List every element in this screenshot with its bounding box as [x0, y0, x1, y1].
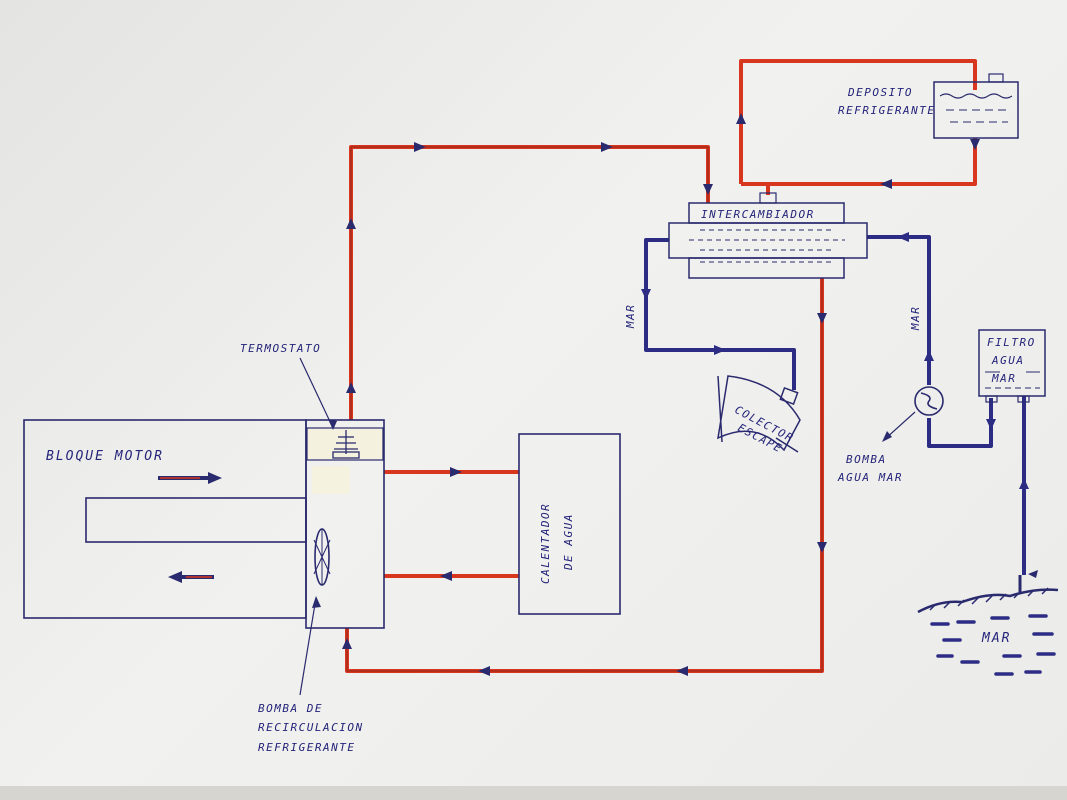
- label-termostato: TERMOSTATO: [240, 342, 321, 355]
- arrow-right: [601, 142, 613, 152]
- label-bomba-recirculacion-3: REFRIGERANTE: [258, 741, 355, 754]
- arrow-up: [346, 218, 356, 229]
- arrow-left: [880, 179, 892, 189]
- thermostat-leader: [299, 357, 334, 429]
- arrow-left: [440, 571, 452, 581]
- coolant-pipe-return: [345, 278, 824, 673]
- arrow-left: [897, 232, 909, 242]
- coolant-pipe-deposito-bottom: [741, 138, 977, 186]
- arrow-down: [817, 313, 827, 324]
- label-bomba-recirculacion-1: BOMBA DE: [258, 702, 323, 715]
- arrow-up: [1019, 478, 1029, 489]
- thermostat-box: [306, 427, 384, 461]
- coolant-pipe-deposito-top: [739, 59, 977, 184]
- exhaust-body: [717, 375, 801, 452]
- coolant-pipe-top: [349, 145, 710, 420]
- sea-water-flow-arrows: [641, 232, 1029, 489]
- housing-outline: [305, 419, 385, 629]
- label-bomba-agua-1: BOMBA: [846, 453, 887, 466]
- label-calentador-2: DE AGUA: [562, 513, 575, 571]
- arrow-right: [714, 345, 726, 355]
- exchanger-to-exhaust-pipe: [644, 238, 796, 390]
- coolant-flow-arrows: [342, 113, 980, 676]
- arrow-left: [478, 666, 490, 676]
- arrow-down: [703, 184, 713, 195]
- label-bomba-recirculacion-2: RECIRCULACION: [258, 721, 364, 734]
- arrow-right: [450, 467, 462, 477]
- arrow-up: [346, 382, 356, 393]
- desk-edge: [0, 786, 1067, 800]
- arrow-down: [986, 419, 996, 430]
- arrow-down: [641, 289, 651, 300]
- label-mar-left: MAR: [624, 304, 637, 329]
- arrow-down: [817, 542, 827, 553]
- label-deposito-2: REFRIGERANTE: [838, 104, 935, 117]
- arrow-up: [924, 350, 934, 361]
- arrow-right: [208, 472, 222, 484]
- sea-water-pump: [914, 386, 944, 416]
- coolant-reservoir: [933, 73, 1019, 139]
- label-bomba-agua-2: AGUA MAR: [837, 471, 903, 484]
- exchanger-footer: [688, 257, 845, 279]
- arrow-up: [342, 638, 352, 649]
- label-calentador-1: CALENTADOR: [539, 503, 552, 584]
- exhaust-manifold: [717, 375, 801, 453]
- label-bloque-motor: BLOQUE MOTOR: [46, 449, 164, 464]
- thermostat-pump-housing: [305, 419, 385, 629]
- sea-water-circuit: [644, 235, 1026, 575]
- label-mar-right: MAR: [909, 306, 922, 331]
- engine-inner-passage: [85, 497, 307, 543]
- sea-water-filter: [978, 329, 1046, 403]
- filter-body: [978, 329, 1046, 397]
- pump-leader: [299, 597, 317, 696]
- reservoir-cap: [988, 73, 1004, 83]
- arrow-left: [676, 666, 688, 676]
- arrow-right: [414, 142, 426, 152]
- label-filtro-3: MAR: [991, 372, 1016, 385]
- reservoir-tank: [933, 81, 1019, 139]
- label-deposito-1: DEPOSITO: [847, 86, 913, 99]
- coolant-circuit: [345, 59, 977, 673]
- label-filtro-2: AGUA: [991, 354, 1025, 367]
- label-intercambiador: INTERCAMBIADOR: [701, 208, 815, 221]
- water-heater: [518, 433, 621, 615]
- heat-exchanger: [668, 192, 868, 279]
- arrow-up: [736, 113, 746, 124]
- arrow-left: [168, 571, 182, 583]
- sea-area: [917, 570, 1059, 676]
- pump-to-exchanger-pipe: [867, 235, 931, 385]
- tape-patch: [312, 466, 350, 494]
- strainer-icon: [1028, 570, 1038, 578]
- sea-surface: [917, 588, 1059, 614]
- label-filtro-1: FILTRO: [987, 336, 1036, 349]
- label-mar-sea: MAR: [981, 631, 1011, 646]
- arrow-down: [970, 139, 980, 150]
- thermostat-icon: [332, 430, 360, 459]
